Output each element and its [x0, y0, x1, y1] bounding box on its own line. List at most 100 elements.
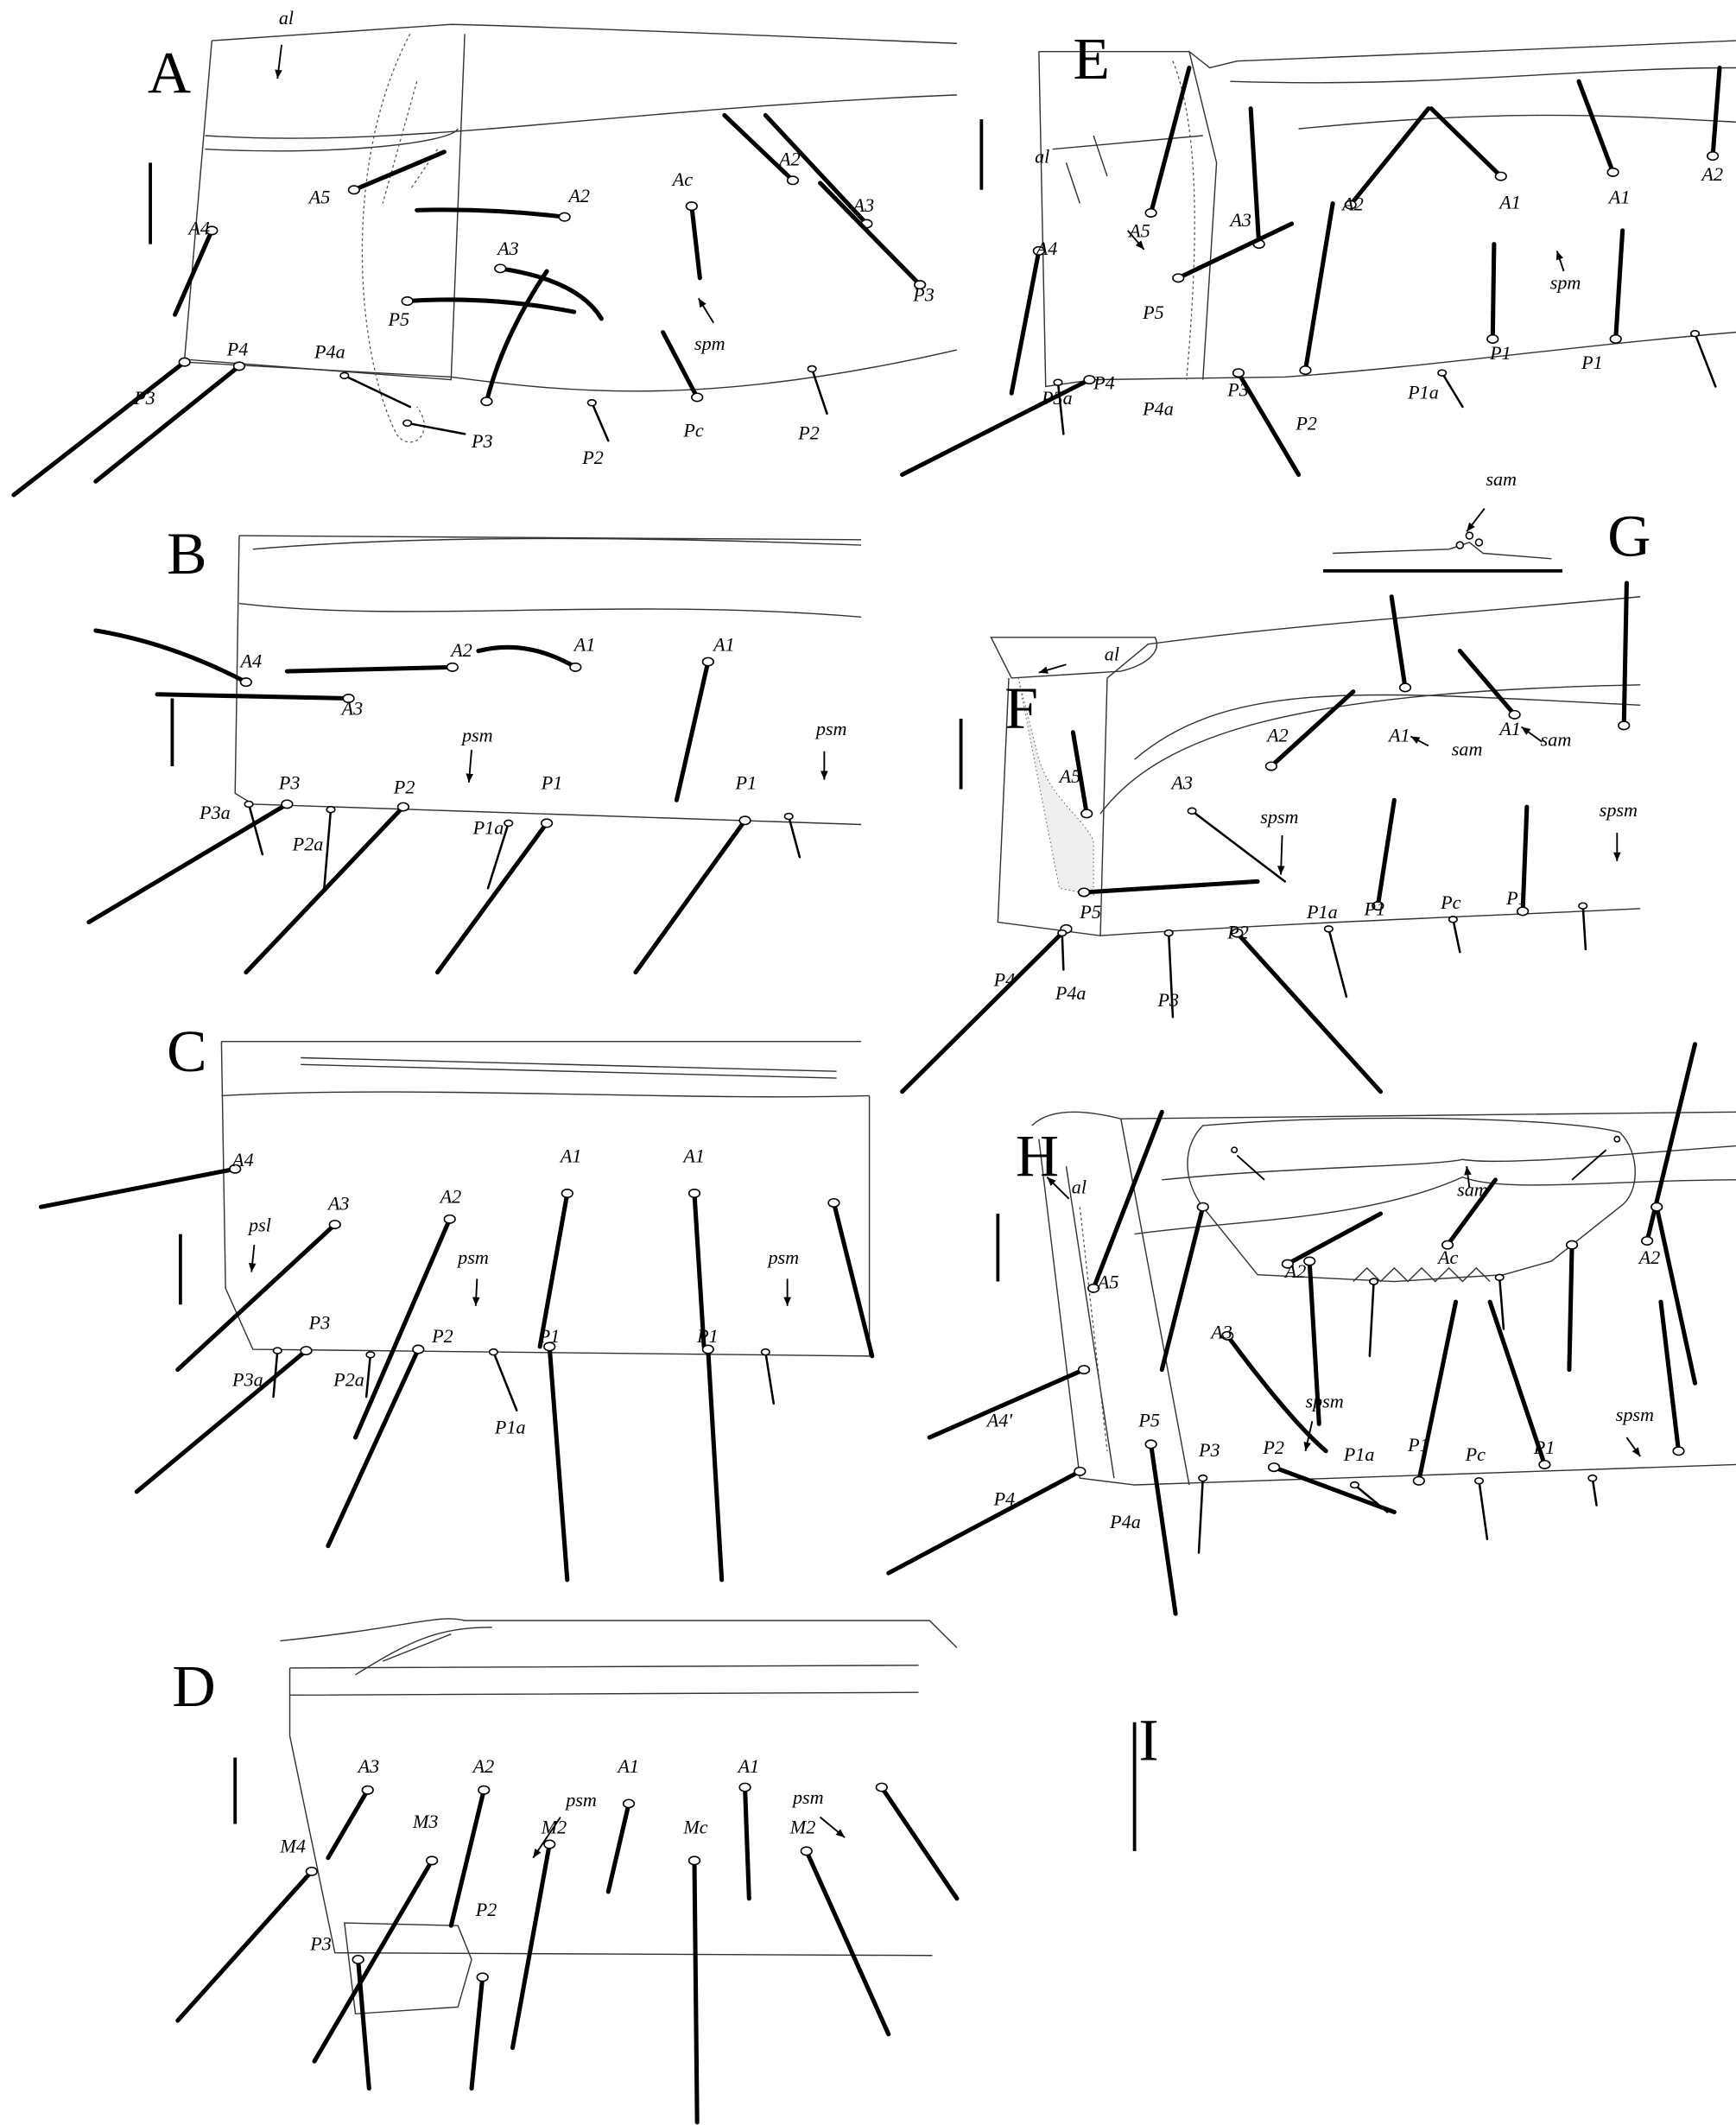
seta: [415, 207, 567, 219]
seta-socket: [178, 357, 191, 367]
seta-socket: [361, 1785, 374, 1795]
seta-label: spsm: [1260, 806, 1298, 828]
panel-letter-i: I: [1138, 1708, 1158, 1774]
seta-label: Pc: [682, 420, 704, 441]
arrow-head: [533, 1848, 542, 1858]
seta-label: psm: [791, 1786, 824, 1808]
arrow-head: [1555, 251, 1563, 261]
seta-label: P2: [797, 422, 820, 444]
seta: [633, 818, 748, 975]
seta: [818, 181, 922, 288]
seta-label: psm: [564, 1789, 597, 1811]
seta: [1285, 1211, 1384, 1266]
seta-socket: [783, 812, 794, 821]
seta: [326, 1787, 371, 1861]
seta: [312, 1858, 434, 2064]
seta-socket: [1486, 333, 1499, 344]
seta-label: P1: [1364, 898, 1386, 920]
seta-label: P4a: [1055, 982, 1087, 1004]
panel-letter-e: E: [1073, 26, 1110, 92]
seta: [722, 112, 795, 183]
seta-socket: [339, 371, 350, 380]
seta-socket: [1074, 1466, 1087, 1476]
seta-label: A2: [1265, 725, 1289, 746]
seta-label: spm: [1550, 271, 1581, 293]
seta-socket: [281, 799, 294, 809]
seta-label: P4: [993, 968, 1016, 990]
seta-socket: [1606, 167, 1619, 177]
seta-socket: [1494, 1273, 1505, 1282]
seta-socket: [1344, 200, 1357, 210]
seta-socket: [1412, 1475, 1425, 1486]
seta-socket: [1231, 928, 1244, 938]
seta: [1009, 248, 1042, 396]
seta-socket: [1641, 1235, 1654, 1246]
seta-socket: [1077, 1365, 1091, 1375]
arrow-head: [1521, 726, 1531, 735]
seta-label: P3: [308, 1312, 331, 1334]
seta-label: A2: [1283, 1260, 1307, 1282]
seta-label: A1: [1498, 718, 1521, 739]
seta-label: M2: [789, 1817, 816, 1838]
seta: [1567, 1242, 1574, 1373]
seta-label: spsm: [1600, 799, 1638, 821]
seta-socket: [586, 399, 597, 407]
seta-label: P2: [1262, 1437, 1284, 1458]
arrow-head: [1612, 852, 1621, 861]
panel-h-outline: [1031, 1111, 1736, 1486]
seta-label: spm: [694, 333, 725, 354]
seta-socket: [1618, 720, 1631, 731]
arrow-head: [1303, 1441, 1311, 1451]
seta: [11, 359, 187, 498]
seta: [1197, 1476, 1205, 1554]
seta: [1591, 1476, 1598, 1507]
seta-socket: [446, 662, 459, 672]
seta-label: A4': [985, 1410, 1014, 1431]
seta-socket: [685, 201, 698, 212]
seta-socket: [1080, 809, 1093, 819]
seta-socket: [1538, 1459, 1551, 1469]
panel-c-outline: [220, 1040, 871, 1357]
seta: [1375, 797, 1397, 909]
seta: [1694, 332, 1717, 388]
seta: [1457, 649, 1517, 717]
seta-label: A2: [1700, 163, 1723, 185]
seta-label: M4: [279, 1836, 306, 1857]
seta: [900, 377, 1092, 477]
seta-label: A5: [1096, 1271, 1119, 1292]
seta-socket: [1053, 378, 1063, 386]
seta-label: P3a: [199, 802, 231, 823]
seta-label: P1a: [494, 1416, 526, 1437]
arrow-head: [1467, 522, 1475, 532]
seta: [448, 1787, 486, 1928]
panel-g-outline: [1333, 531, 1552, 560]
seta-socket: [1057, 929, 1068, 937]
seta-label: A2: [439, 1186, 462, 1208]
seta-socket: [540, 818, 554, 828]
seta-label: P3: [278, 772, 301, 794]
seta: [497, 266, 604, 321]
seta-socket: [1349, 1481, 1359, 1489]
arrow-head: [1410, 736, 1421, 745]
seta-socket: [875, 1782, 888, 1792]
seta-label: A4: [187, 218, 210, 239]
seta: [763, 112, 869, 226]
seta-socket: [1578, 902, 1588, 910]
seta-socket: [1232, 368, 1245, 378]
seta-socket: [738, 1782, 751, 1792]
seta-label: P2: [1226, 921, 1249, 942]
seta-socket: [1473, 1477, 1484, 1485]
seta-socket: [543, 1839, 556, 1849]
seta-socket: [504, 819, 514, 828]
seta-label: A5: [307, 187, 331, 208]
seta-socket: [1144, 1439, 1157, 1449]
seta-label: A1: [737, 1755, 760, 1777]
arrow-head: [1038, 666, 1049, 674]
seta: [1644, 1042, 1698, 1243]
seta-socket: [229, 1164, 242, 1174]
seta-label: P5: [387, 308, 409, 330]
arrow-head: [275, 69, 282, 79]
arrow-head: [466, 773, 474, 783]
seta-socket: [914, 280, 927, 290]
seta-socket: [691, 392, 704, 403]
